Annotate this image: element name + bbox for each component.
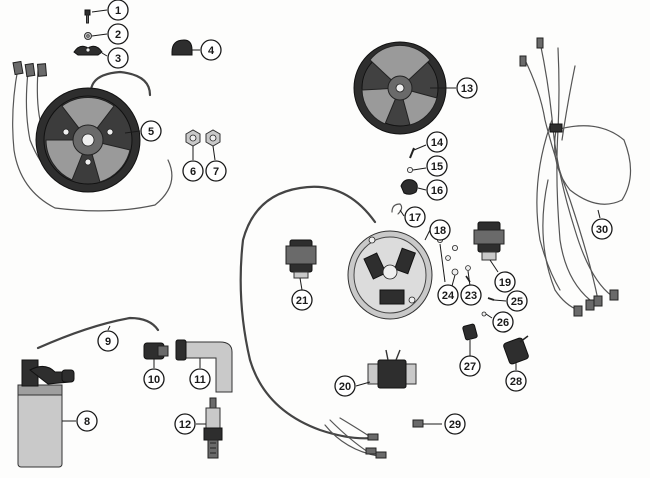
callout-3: 3 bbox=[107, 47, 129, 69]
part-flywheel-with-harness bbox=[12, 60, 173, 212]
svg-text:9: 9 bbox=[105, 336, 111, 348]
part-washer-26 bbox=[481, 311, 487, 317]
svg-text:11: 11 bbox=[194, 374, 206, 386]
svg-text:20: 20 bbox=[339, 381, 351, 393]
svg-text:24: 24 bbox=[442, 290, 455, 302]
part-pin bbox=[409, 147, 415, 159]
callout-5: 5 bbox=[140, 120, 162, 142]
part-spark-plug bbox=[203, 397, 223, 459]
svg-text:1: 1 bbox=[115, 5, 121, 17]
callout-6: 6 bbox=[182, 160, 204, 182]
part-stator-plate bbox=[239, 185, 433, 459]
svg-text:30: 30 bbox=[596, 224, 608, 236]
callout-26: 26 bbox=[492, 311, 514, 333]
part-contact-breaker bbox=[462, 323, 478, 341]
callout-23: 23 bbox=[460, 284, 482, 306]
callout-14: 14 bbox=[426, 131, 448, 153]
callout-17: 17 bbox=[404, 206, 426, 228]
svg-text:5: 5 bbox=[148, 126, 154, 138]
callout-12: 12 bbox=[174, 413, 196, 435]
svg-text:6: 6 bbox=[190, 166, 196, 178]
svg-text:15: 15 bbox=[431, 161, 443, 173]
svg-text:12: 12 bbox=[179, 419, 191, 431]
callout-8: 8 bbox=[76, 410, 98, 432]
callout-27: 27 bbox=[459, 355, 481, 377]
callout-1: 1 bbox=[107, 0, 129, 21]
part-nut-6 bbox=[185, 129, 201, 147]
svg-text:29: 29 bbox=[449, 419, 461, 431]
part-washer-24 bbox=[445, 255, 459, 276]
part-pin-25 bbox=[487, 297, 495, 301]
callout-20: 20 bbox=[334, 375, 356, 397]
svg-text:7: 7 bbox=[213, 166, 219, 178]
svg-text:23: 23 bbox=[465, 290, 477, 302]
part-wiring-harness bbox=[519, 37, 632, 317]
part-screw bbox=[84, 9, 91, 24]
part-plug-cap bbox=[175, 339, 233, 393]
part-bracket-clip bbox=[73, 45, 103, 56]
svg-text:10: 10 bbox=[148, 374, 160, 386]
svg-text:14: 14 bbox=[431, 137, 444, 149]
svg-text:21: 21 bbox=[296, 295, 308, 307]
svg-text:27: 27 bbox=[464, 361, 476, 373]
callout-24: 24 bbox=[437, 284, 459, 306]
svg-text:26: 26 bbox=[497, 317, 509, 329]
callout-13: 13 bbox=[456, 77, 478, 99]
part-ignition-coil bbox=[17, 359, 75, 468]
svg-text:28: 28 bbox=[510, 376, 522, 388]
svg-text:17: 17 bbox=[409, 212, 421, 224]
callout-19: 19 bbox=[494, 271, 516, 293]
svg-text:2: 2 bbox=[115, 29, 121, 41]
part-nut-7 bbox=[205, 129, 221, 147]
callout-15: 15 bbox=[426, 155, 448, 177]
callout-30: 30 bbox=[591, 218, 613, 240]
part-connector bbox=[412, 419, 424, 428]
part-condenser bbox=[503, 335, 529, 365]
svg-text:19: 19 bbox=[499, 277, 511, 289]
part-small-washer bbox=[406, 166, 413, 173]
part-lighting-coil bbox=[473, 221, 505, 261]
svg-text:18: 18 bbox=[434, 225, 446, 237]
svg-text:13: 13 bbox=[461, 83, 473, 95]
callout-4: 4 bbox=[200, 39, 222, 61]
part-ht-lead bbox=[36, 316, 160, 350]
callout-7: 7 bbox=[205, 160, 227, 182]
part-grommet bbox=[171, 39, 193, 56]
callout-9: 9 bbox=[97, 330, 119, 352]
callout-18: 18 bbox=[429, 219, 451, 241]
svg-text:8: 8 bbox=[84, 416, 90, 428]
part-charging-coil bbox=[285, 239, 317, 279]
part-washer bbox=[84, 32, 92, 40]
svg-text:25: 25 bbox=[511, 296, 523, 308]
svg-text:16: 16 bbox=[431, 185, 443, 197]
callout-11: 11 bbox=[189, 368, 211, 390]
part-spring-clip bbox=[391, 203, 403, 215]
part-cam bbox=[400, 179, 418, 195]
callout-10: 10 bbox=[143, 368, 165, 390]
callout-2: 2 bbox=[107, 23, 129, 45]
callout-25: 25 bbox=[506, 290, 528, 312]
callout-21: 21 bbox=[291, 289, 313, 311]
part-rotor-wheel bbox=[353, 41, 447, 135]
callout-29: 29 bbox=[444, 413, 466, 435]
leader-lines bbox=[62, 9, 601, 425]
part-source-coil bbox=[367, 349, 417, 389]
part-cap-connector bbox=[143, 342, 169, 360]
svg-text:3: 3 bbox=[115, 53, 121, 65]
callout-28: 28 bbox=[505, 370, 527, 392]
callout-16: 16 bbox=[426, 179, 448, 201]
svg-text:4: 4 bbox=[208, 45, 215, 57]
